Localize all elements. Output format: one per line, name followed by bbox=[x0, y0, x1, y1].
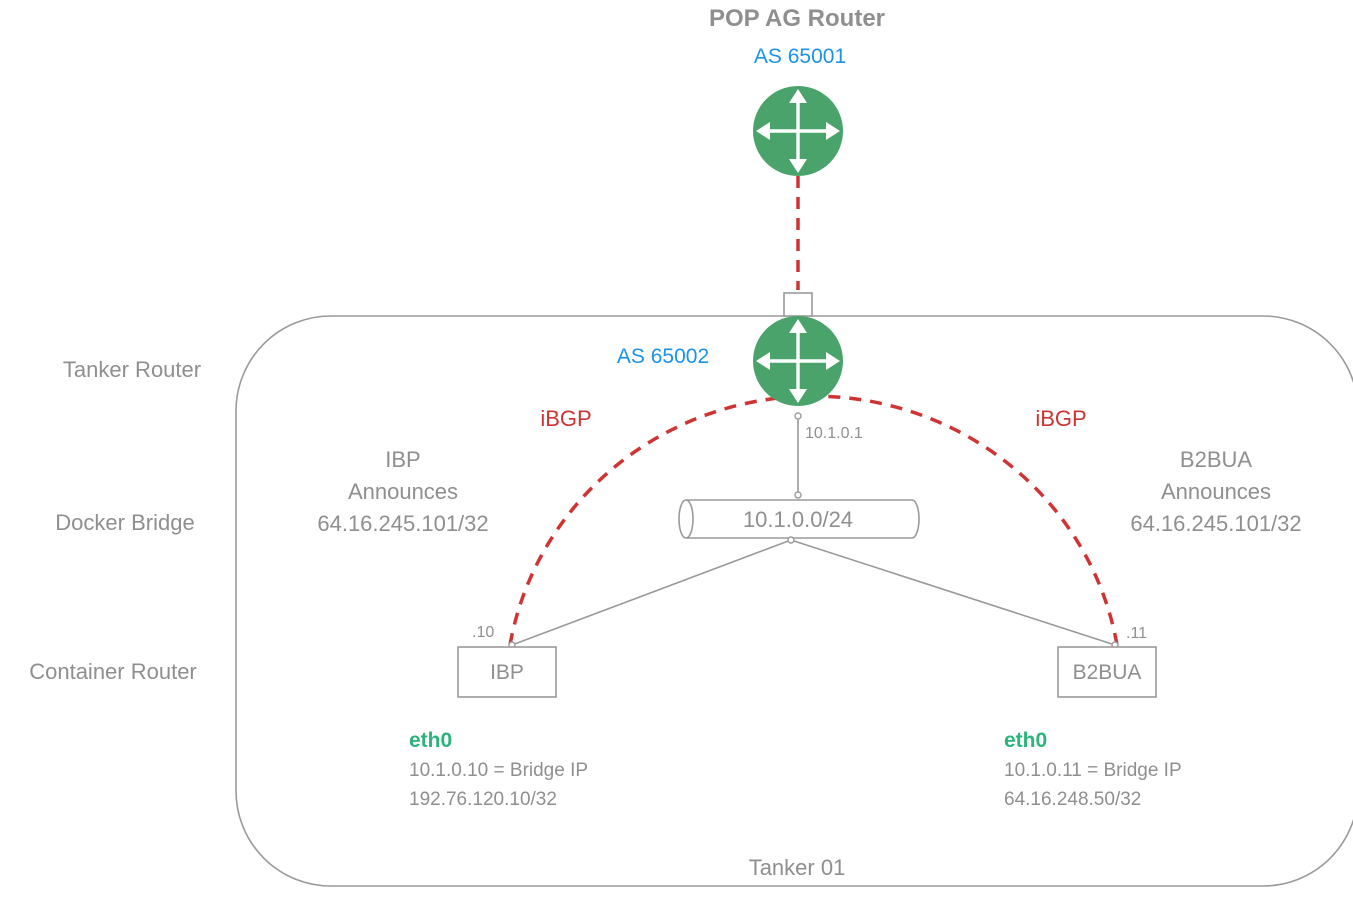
b2bua-bridge-ip: 10.1.0.11 = Bridge IP bbox=[1004, 760, 1182, 781]
bridge-ibp-link bbox=[511, 539, 792, 646]
b2bua-container-name: B2BUA bbox=[1073, 661, 1142, 684]
right-announce-line3: 64.16.245.101/32 bbox=[1130, 511, 1301, 536]
ibp-container-name: IBP bbox=[490, 661, 524, 684]
b2bua-ip-suffix: .11 bbox=[1126, 625, 1147, 642]
ibgp-label-right: iBGP bbox=[1035, 406, 1086, 431]
pop-router-as: AS 65001 bbox=[754, 45, 846, 68]
b2bua-container-box bbox=[1057, 646, 1157, 698]
ibp-bridge-ip: 10.1.0.10 = Bridge IP bbox=[409, 760, 588, 781]
left-announce-line2: Announces bbox=[348, 479, 458, 504]
row-label-docker-bridge: Docker Bridge bbox=[55, 510, 194, 535]
left-announce-line1: IBP bbox=[385, 447, 420, 472]
ibgp-label-left: iBGP bbox=[540, 406, 591, 431]
ibp-interface-name: eth0 bbox=[409, 729, 452, 752]
row-label-tanker-router: Tanker Router bbox=[63, 357, 201, 382]
bridge-subnet-label: 10.1.0.0/24 bbox=[743, 507, 853, 532]
router-interface-dot bbox=[794, 412, 802, 420]
bridge-bottom-dot bbox=[787, 536, 795, 544]
right-announce-line2: Announces bbox=[1161, 479, 1271, 504]
tanker-router-as: AS 65002 bbox=[617, 345, 709, 368]
ibp-ip-suffix: .10 bbox=[472, 624, 494, 641]
right-announce-line1: B2BUA bbox=[1180, 447, 1252, 472]
bridge-b2bua-link bbox=[790, 539, 1116, 646]
pop-router-title: POP AG Router bbox=[709, 5, 885, 32]
enclosure-label: Tanker 01 bbox=[749, 855, 846, 880]
bridge-pipe-icon bbox=[678, 499, 920, 539]
left-announce-line3: 64.16.245.101/32 bbox=[317, 511, 488, 536]
tanker-router-icon bbox=[753, 316, 843, 406]
b2bua-interface-name: eth0 bbox=[1004, 729, 1047, 752]
pop-router-icon bbox=[753, 86, 843, 176]
router-interface-ip: 10.1.0.1 bbox=[805, 425, 863, 442]
b2bua-prefix: 64.16.248.50/32 bbox=[1004, 789, 1141, 810]
uplink-port bbox=[783, 292, 813, 317]
ibp-prefix: 192.76.120.10/32 bbox=[409, 789, 557, 810]
ibp-container-box bbox=[457, 646, 557, 698]
bridge-top-dot bbox=[794, 491, 802, 499]
row-label-container-router: Container Router bbox=[29, 659, 197, 684]
